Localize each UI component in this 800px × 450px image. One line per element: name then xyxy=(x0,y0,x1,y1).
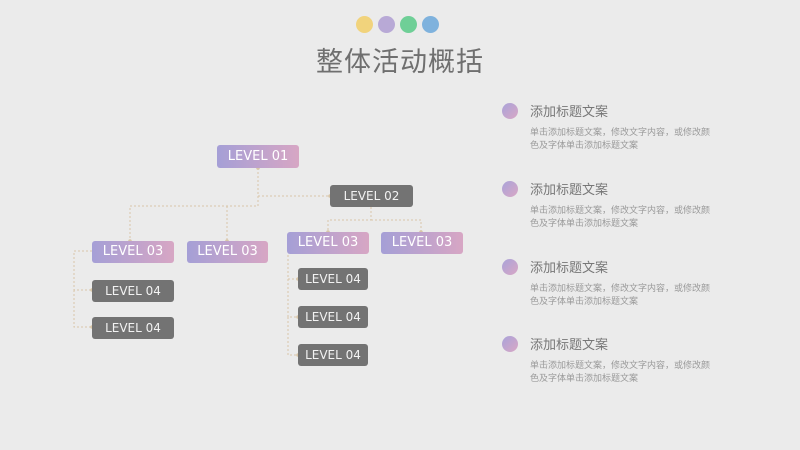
yellow-dot-icon xyxy=(356,16,373,33)
node-level-03-far-right[interactable]: LEVEL 03 xyxy=(381,232,463,254)
connector-level2-right xyxy=(371,219,422,232)
bullet-dot-icon xyxy=(502,181,518,197)
connector-right-child3 xyxy=(287,317,298,356)
node-level-04-right-3[interactable]: LEVEL 04 xyxy=(298,344,368,366)
node-level-03-right[interactable]: LEVEL 03 xyxy=(287,232,369,254)
node-level-04-left-2[interactable]: LEVEL 04 xyxy=(92,317,174,339)
info-item-description[interactable]: 单击添加标题文案，修改文字内容，或修改颜色及字体单击添加标题文案 xyxy=(530,128,711,151)
page-title: 整体活动概括 xyxy=(316,47,484,78)
bullet-dot-icon xyxy=(502,259,518,275)
connector-root-left xyxy=(129,168,259,241)
info-item-description[interactable]: 单击添加标题文案，修改文字内容，或修改颜色及字体单击添加标题文案 xyxy=(530,284,711,307)
green-dot-icon xyxy=(400,16,417,33)
connector-left-child1 xyxy=(73,250,92,291)
node-level-04-right-1[interactable]: LEVEL 04 xyxy=(298,268,368,290)
blue-dot-icon xyxy=(422,16,439,33)
info-item-title[interactable]: 添加标题文案 xyxy=(530,338,609,353)
node-level-04-left-1[interactable]: LEVEL 04 xyxy=(92,280,174,302)
info-item-title[interactable]: 添加标题文案 xyxy=(530,261,609,276)
connector-right-child1 xyxy=(287,251,298,280)
info-item-title[interactable]: 添加标题文案 xyxy=(530,105,609,120)
header-dots xyxy=(356,16,440,34)
connector-right-child2 xyxy=(287,279,298,318)
node-level-02[interactable]: LEVEL 02 xyxy=(330,185,413,207)
node-level-01[interactable]: LEVEL 01 xyxy=(217,145,299,168)
purple-dot-icon xyxy=(378,16,395,33)
bullet-dot-icon xyxy=(502,336,518,352)
node-level-03-left[interactable]: LEVEL 03 xyxy=(92,241,174,263)
connector-left-child2 xyxy=(73,290,92,328)
connector-level2-left xyxy=(327,207,372,232)
node-level-03-middle[interactable]: LEVEL 03 xyxy=(187,241,268,263)
info-item-description[interactable]: 单击添加标题文案，修改文字内容，或修改颜色及字体单击添加标题文案 xyxy=(530,206,711,229)
node-level-04-right-2[interactable]: LEVEL 04 xyxy=(298,306,368,328)
bullet-dot-icon xyxy=(502,103,518,119)
info-item-title[interactable]: 添加标题文案 xyxy=(530,183,609,198)
info-item-description[interactable]: 单击添加标题文案，修改文字内容，或修改颜色及字体单击添加标题文案 xyxy=(530,361,711,384)
